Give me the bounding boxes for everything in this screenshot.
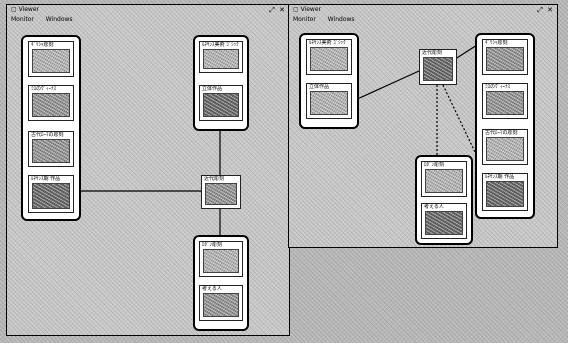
right-bottom-container: ﾛﾀﾞﾝ彫刻 考える人 <box>415 155 473 245</box>
right-node-c2-thumbnail <box>486 91 524 115</box>
right-node-c1-thumbnail <box>486 47 524 71</box>
right-node-b1[interactable]: ﾛﾀﾞﾝ彫刻 <box>421 161 467 197</box>
right-node-mid[interactable]: 近代彫刻 <box>419 49 457 85</box>
right-node-c2[interactable]: ﾐﾛのｳﾞｨｰﾅｽ <box>482 83 528 119</box>
menu-windows[interactable]: Windows <box>327 16 355 23</box>
node-c2-thumbnail <box>203 293 239 317</box>
right-node-b2-label: 考える人 <box>424 204 444 210</box>
left-window-controls-icon[interactable]: ⤢ ✕ <box>269 6 286 14</box>
node-b1[interactable]: ﾙﾈｻﾝｽ美術 ｺﾞｼｯｸ <box>199 41 243 73</box>
node-a4-label: ﾙﾈｻﾝｽ期 作品 <box>31 176 61 182</box>
right-node-c4-label: ﾙﾈｻﾝｽ期 作品 <box>485 174 515 180</box>
node-b1-label: ﾙﾈｻﾝｽ美術 ｺﾞｼｯｸ <box>202 42 239 48</box>
node-c1-label: ﾛﾀﾞﾝ彫刻 <box>202 242 223 248</box>
right-node-c1-label: ｷﾞﾘｼｬ彫刻 <box>485 40 508 46</box>
node-mid[interactable]: 近代彫刻 <box>201 175 241 209</box>
right-node-b1-label: ﾛﾀﾞﾝ彫刻 <box>424 162 445 168</box>
left-window-title: ▢ Viewer <box>11 6 39 13</box>
right-node-c4[interactable]: ﾙﾈｻﾝｽ期 作品 <box>482 173 528 211</box>
node-a2-label: ﾐﾛのｳﾞｨｰﾅｽ <box>31 86 57 92</box>
node-a1[interactable]: ｷﾞﾘｼｬ彫刻 <box>28 41 74 77</box>
node-a1-thumbnail <box>32 49 70 73</box>
right-node-c2-label: ﾐﾛのｳﾞｨｰﾅｽ <box>485 84 511 90</box>
right-node-c3-thumbnail <box>486 137 524 161</box>
left-viewer-window: ▢ Viewer ⤢ ✕ Monitor Windows ｷﾞﾘｼｬ彫刻 ﾐﾛの… <box>6 4 290 336</box>
node-b2[interactable]: 立体作品 <box>199 85 243 121</box>
menu-windows[interactable]: Windows <box>45 16 73 23</box>
right-node-c1[interactable]: ｷﾞﾘｼｬ彫刻 <box>482 39 528 75</box>
node-b1-thumbnail <box>203 49 239 69</box>
right-node-a2[interactable]: 立体作品 <box>306 83 352 119</box>
right-viewer-window: ▢ Viewer ⤢ ✕ Monitor Windows ﾙﾈｻﾝｽ美術 ｺﾞｼ… <box>288 4 558 248</box>
node-c1[interactable]: ﾛﾀﾞﾝ彫刻 <box>199 241 243 277</box>
node-a4-thumbnail <box>32 183 70 209</box>
right-node-c3-label: 古代ﾛｰﾏの彫刻 <box>485 130 518 136</box>
right-node-c3[interactable]: 古代ﾛｰﾏの彫刻 <box>482 129 528 165</box>
node-c1-thumbnail <box>203 249 239 273</box>
menu-monitor[interactable]: Monitor <box>11 16 34 23</box>
node-a3[interactable]: 古代ﾛｰﾏの彫刻 <box>28 131 74 167</box>
right-node-a2-label: 立体作品 <box>309 84 330 90</box>
node-a3-label: 古代ﾛｰﾏの彫刻 <box>31 132 64 138</box>
node-c2[interactable]: 考える人 <box>199 285 243 321</box>
node-a2[interactable]: ﾐﾛのｳﾞｨｰﾅｽ <box>28 85 74 121</box>
node-a1-label: ｷﾞﾘｼｬ彫刻 <box>31 42 54 48</box>
node-a4[interactable]: ﾙﾈｻﾝｽ期 作品 <box>28 175 74 213</box>
node-b2-label: 立体作品 <box>202 86 223 92</box>
left-column-b-container: ﾙﾈｻﾝｽ美術 ｺﾞｼｯｸ 立体作品 <box>193 35 249 131</box>
node-c2-label: 考える人 <box>202 286 222 292</box>
node-b2-thumbnail <box>203 93 239 117</box>
right-node-c4-thumbnail <box>486 181 524 207</box>
left-column-a-container: ｷﾞﾘｼｬ彫刻 ﾐﾛのｳﾞｨｰﾅｽ 古代ﾛｰﾏの彫刻 ﾙﾈｻﾝｽ期 作品 <box>21 35 81 221</box>
right-node-a1-label: ﾙﾈｻﾝｽ美術 ｺﾞｼｯｸ <box>309 40 346 46</box>
left-bottom-container: ﾛﾀﾞﾝ彫刻 考える人 <box>193 235 249 331</box>
right-node-a1[interactable]: ﾙﾈｻﾝｽ美術 ｺﾞｼｯｸ <box>306 39 352 75</box>
right-menubar: Monitor Windows <box>289 15 557 25</box>
right-node-b1-thumbnail <box>425 169 463 193</box>
right-node-b2-thumbnail <box>425 211 463 235</box>
node-mid-thumbnail <box>205 183 237 205</box>
right-node-a2-thumbnail <box>310 91 348 115</box>
left-menubar: Monitor Windows <box>7 15 289 25</box>
right-window-controls-icon[interactable]: ⤢ ✕ <box>537 6 554 14</box>
right-column-a-container: ﾙﾈｻﾝｽ美術 ｺﾞｼｯｸ 立体作品 <box>299 33 359 129</box>
right-node-mid-thumbnail <box>423 57 453 81</box>
node-a3-thumbnail <box>32 139 70 163</box>
node-mid-label: 近代彫刻 <box>204 176 225 182</box>
menu-monitor[interactable]: Monitor <box>293 16 316 23</box>
node-a2-thumbnail <box>32 93 70 117</box>
right-column-c-container: ｷﾞﾘｼｬ彫刻 ﾐﾛのｳﾞｨｰﾅｽ 古代ﾛｰﾏの彫刻 ﾙﾈｻﾝｽ期 作品 <box>475 33 535 219</box>
right-node-mid-label: 近代彫刻 <box>422 50 443 56</box>
right-node-a1-thumbnail <box>310 47 348 71</box>
right-window-title: ▢ Viewer <box>293 6 321 13</box>
right-node-b2[interactable]: 考える人 <box>421 203 467 239</box>
